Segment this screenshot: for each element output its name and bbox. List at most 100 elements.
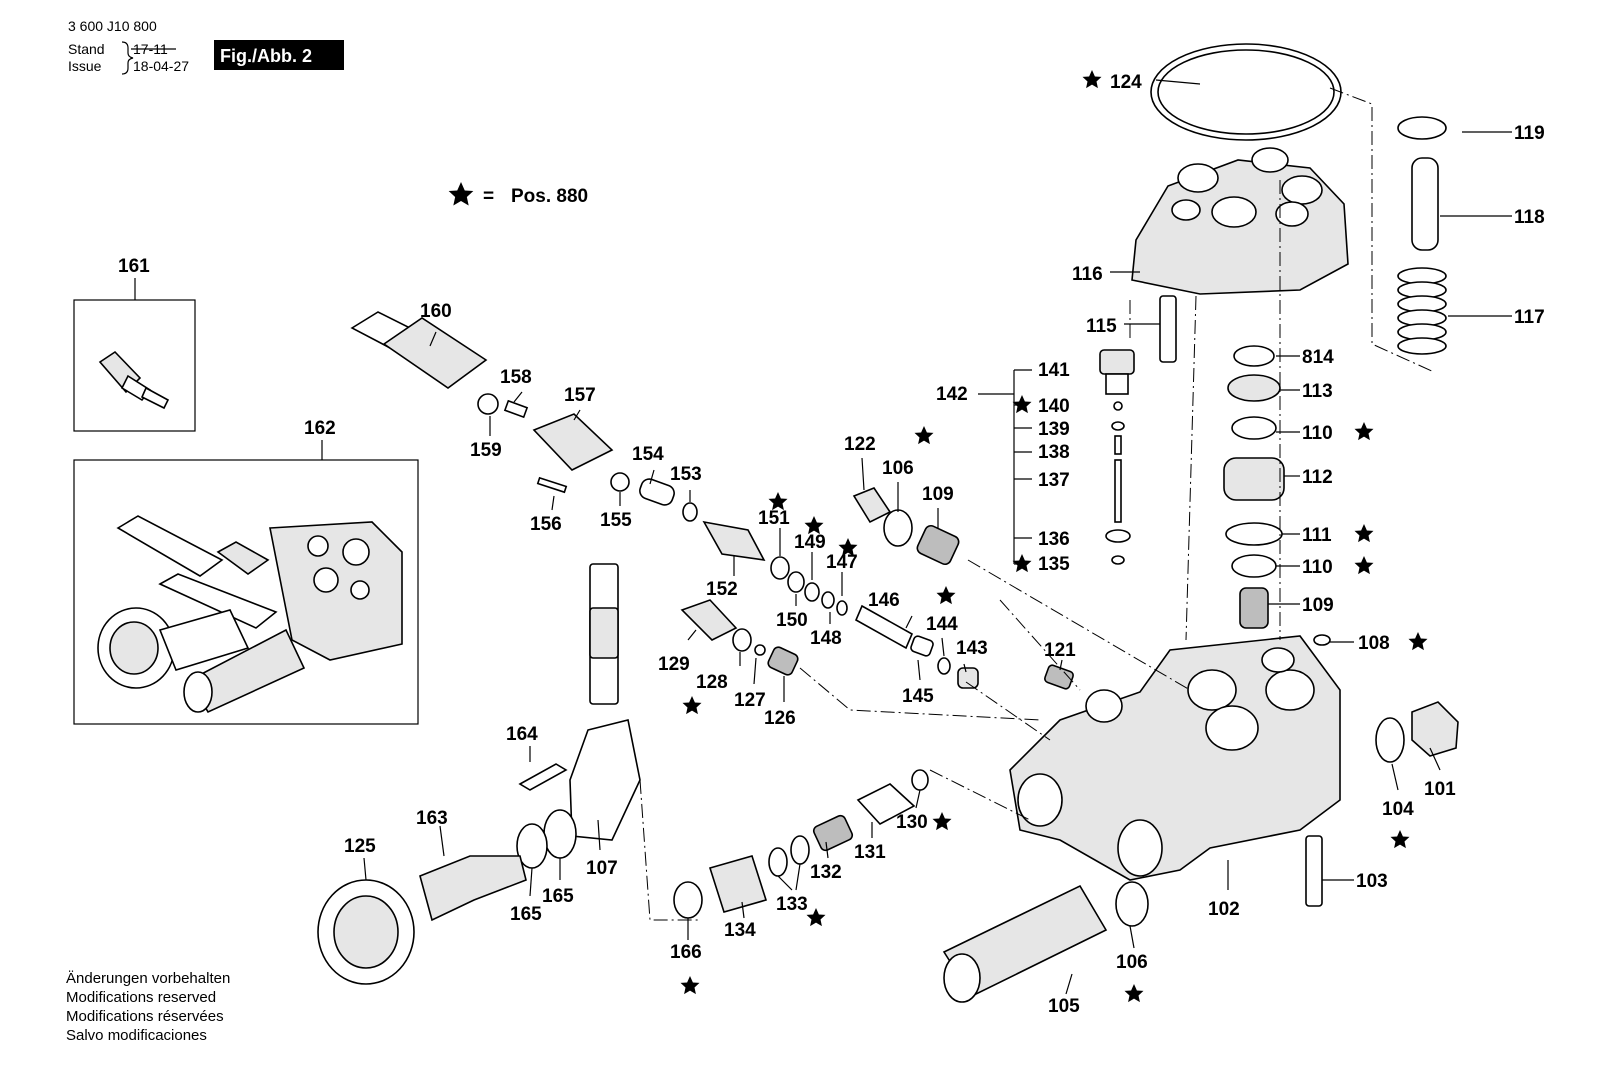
legend-star-icon — [448, 182, 474, 206]
part-label: 108 — [1358, 633, 1390, 654]
part-label: 139 — [1038, 419, 1070, 440]
star-icon — [1124, 984, 1144, 1003]
part-152-valve-body — [702, 520, 766, 562]
part-155-seal — [610, 472, 630, 492]
part-label: 156 — [530, 514, 562, 535]
part-label: 134 — [724, 920, 756, 941]
part-label: 129 — [658, 654, 690, 675]
part-label: 154 — [632, 444, 664, 465]
part-103-bolt — [1305, 835, 1323, 907]
part-160-handle — [350, 311, 488, 389]
part-label: 164 — [506, 724, 538, 745]
assembly-axes — [639, 87, 1435, 921]
part-label: 107 — [586, 858, 618, 879]
part-814-seal — [1233, 345, 1275, 367]
star-icon — [1082, 70, 1102, 89]
part-126-spring — [767, 646, 799, 676]
part-113-seal — [1227, 374, 1281, 402]
part-102-pump-body — [1009, 635, 1341, 881]
part-label: 124 — [1110, 72, 1142, 93]
figure-tag-bg — [214, 40, 344, 70]
part-label: 106 — [1116, 952, 1148, 973]
star-icon — [682, 696, 702, 715]
star-icon — [914, 426, 934, 445]
part-119-clip — [1397, 116, 1447, 140]
part-133-o-ring — [768, 847, 788, 877]
part-110-ring-lower — [1231, 554, 1277, 578]
part-156-pin — [536, 476, 568, 494]
leader-lines — [363, 79, 1512, 995]
part-124-o-ring-inner — [1157, 49, 1335, 135]
part-150-o-ring — [787, 571, 805, 593]
part-label: 163 — [416, 808, 448, 829]
part-label: 122 — [844, 434, 876, 455]
part-121-plug — [1044, 664, 1074, 690]
stand-label: Stand — [68, 41, 105, 57]
part-label: 131 — [854, 842, 886, 863]
document-header: 3 600 J10 800 Stand Issue 17-11 18-04-27… — [68, 18, 344, 75]
part-label: 143 — [956, 638, 988, 659]
part-117-spring — [1397, 267, 1447, 355]
part-label: 814 — [1302, 347, 1334, 368]
part-label: 165 — [542, 886, 574, 907]
part-128-o-ring — [732, 628, 752, 652]
part-label: 161 — [118, 256, 150, 277]
legend-equals: = — [483, 186, 494, 207]
header-brace — [121, 41, 134, 75]
part-label: 162 — [304, 418, 336, 439]
issue-label: Issue — [68, 58, 102, 74]
part-label: 126 — [764, 708, 796, 729]
part-label: 130 — [896, 812, 928, 833]
part-125-filter-mesh — [333, 895, 399, 969]
new-date: 18-04-27 — [133, 58, 189, 74]
part-label: 140 — [1038, 396, 1070, 417]
part-107-tube-collar — [589, 607, 619, 659]
part-label: 105 — [1048, 996, 1080, 1017]
part-label: 118 — [1514, 207, 1545, 228]
legend: = Pos. 880 — [448, 182, 588, 207]
part-101-plug — [1411, 701, 1459, 757]
part-136-o-ring — [1105, 529, 1131, 543]
star-icon — [936, 586, 956, 605]
part-label: 146 — [868, 590, 900, 611]
part-label: 155 — [600, 510, 632, 531]
part-label: 132 — [810, 862, 842, 883]
part-149-o-ring — [804, 582, 820, 602]
part-165-o-ring — [543, 809, 577, 859]
part-label: 110 — [1302, 557, 1333, 578]
star-icon — [806, 908, 826, 927]
part-label: 141 — [1038, 360, 1070, 381]
part-158-spring — [503, 399, 529, 419]
part-163-fitting — [419, 855, 527, 922]
part-label: 110 — [1302, 423, 1333, 444]
part-label: 113 — [1302, 381, 1333, 402]
part-139-washer — [1111, 421, 1125, 431]
part-label: 148 — [810, 628, 842, 649]
part-labels: 124 119 118 117 116 115 814 113 110 112 … — [118, 72, 1545, 1017]
star-icon — [1354, 422, 1374, 441]
part-154-sleeve — [639, 478, 675, 506]
star-icon — [1390, 830, 1410, 849]
part-106-o-ring-lower — [1115, 881, 1149, 927]
part-153-seal — [682, 502, 698, 522]
part-label: 145 — [902, 686, 934, 707]
part-148-o-ring — [821, 591, 835, 609]
part-166-o-ring — [673, 881, 703, 919]
part-138-spring — [1114, 435, 1122, 455]
part-label: 121 — [1044, 640, 1076, 661]
part-label: 133 — [776, 894, 808, 915]
part-161-nozzle-adapter — [98, 350, 170, 410]
star-icon — [1012, 554, 1032, 573]
part-104-o-ring — [1375, 717, 1405, 763]
part-label: 136 — [1038, 529, 1070, 550]
part-label: 109 — [1302, 595, 1334, 616]
part-106-o-ring — [883, 509, 913, 547]
part-146-stem — [854, 604, 914, 650]
part-label: 150 — [776, 610, 808, 631]
part-105-inlet-end — [943, 953, 981, 1003]
part-label: 158 — [500, 367, 532, 388]
part-label: 103 — [1356, 871, 1388, 892]
part-label: 112 — [1302, 467, 1333, 488]
part-141-fitting — [1099, 349, 1135, 375]
part-label: 147 — [826, 552, 858, 573]
